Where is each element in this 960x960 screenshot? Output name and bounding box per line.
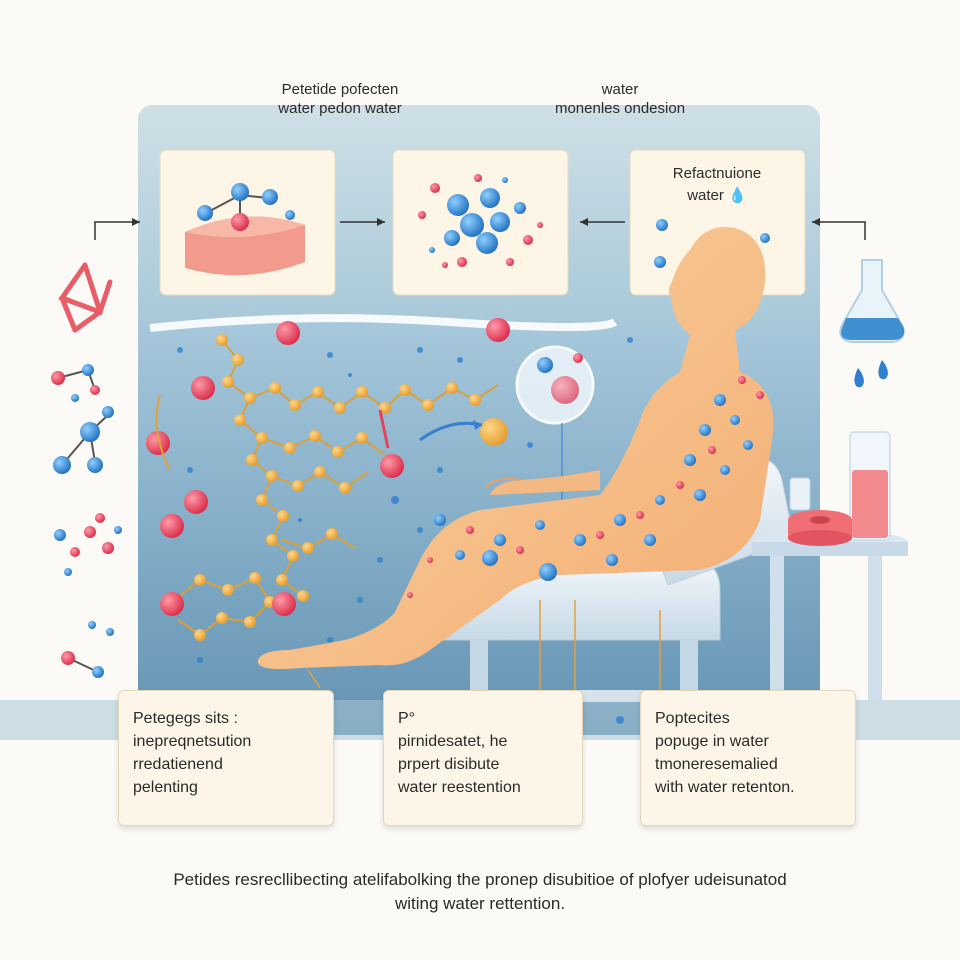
note-3-line-2: popuge in water (655, 733, 769, 750)
note-3-line-4: with water retenton. (655, 779, 795, 796)
note-2-line-2: pirnidesatet, he (398, 733, 508, 750)
caption-line-2: witing water rettention. (394, 894, 566, 913)
note-2-line-4: water reestention (398, 779, 521, 796)
caption-line-1: Petides resrecllibecting atelifabolking … (173, 870, 787, 889)
note-box-1: Petegegs sits : inepreqnetsution rredati… (118, 690, 334, 826)
note-box-3: Poptecites popuge in water tmoneresemali… (640, 690, 856, 826)
top-label-left: Petetide pofecten water pedon water (230, 80, 450, 118)
top-label-left-line2: water pedon water (278, 100, 402, 117)
note-1-line-3: rredatienend (133, 756, 223, 773)
note-box-2: P° pirnidesatet, he prpert disibute wate… (383, 690, 583, 826)
top-label-right-line1: water (601, 81, 639, 98)
caption: Petides resrecllibecting atelifabolking … (40, 868, 920, 916)
top-label-right-line2: monenles ondesion (554, 100, 686, 117)
note-3-line-1: Poptecites (655, 710, 730, 727)
note-2-line-3: prpert disibute (398, 756, 500, 773)
note-2-line-1: P° (398, 710, 416, 727)
panel-right-title-line1: Refactnuione (672, 165, 762, 182)
panel-right-title-line2: water 💧 (687, 187, 747, 204)
note-1-line-2: inepreqnetsution (133, 733, 252, 750)
note-3-line-3: tmoneresemalied (655, 756, 778, 773)
note-1-line-4: pelenting (133, 779, 198, 796)
top-label-left-line1: Petetide pofecten (281, 81, 399, 98)
note-1-line-1: Petegegs sits : (133, 710, 238, 727)
panel-right-title: Refactnuione water 💧 (632, 163, 802, 207)
top-label-right: water monenles ondesion (520, 80, 720, 118)
water-drop-icon: 💧 (728, 187, 747, 204)
